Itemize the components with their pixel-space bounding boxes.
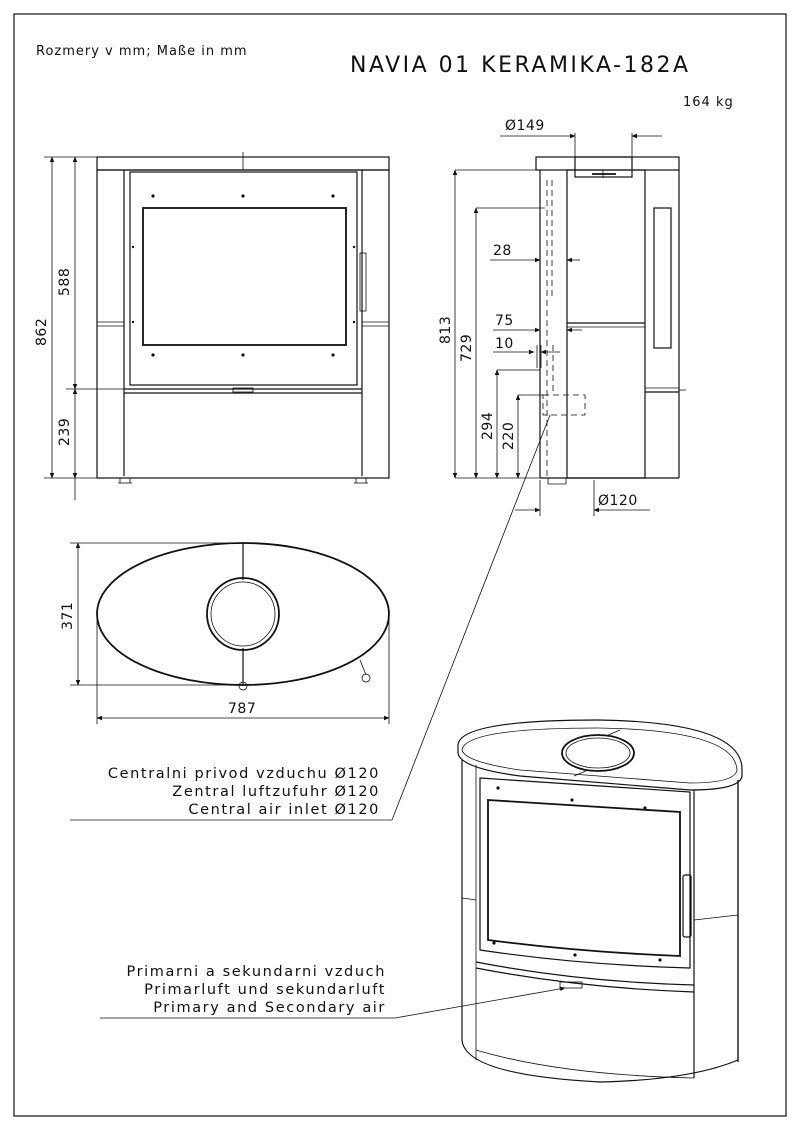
- callout-central-air-en: Central air inlet Ø120: [188, 802, 380, 818]
- sheet-border: [13, 13, 787, 1117]
- side-view: [452, 133, 686, 516]
- dim-10: 10: [495, 336, 514, 352]
- dim-75: 75: [495, 313, 514, 329]
- front-view: [44, 152, 390, 500]
- dim-813: 813: [438, 316, 454, 344]
- dim-588: 588: [57, 268, 73, 296]
- dim-862: 862: [34, 318, 50, 346]
- callout-leaders: [70, 414, 566, 1019]
- dim-239: 239: [57, 418, 73, 446]
- iso-view: [457, 719, 743, 1083]
- dim-bottom-120: Ø120: [598, 493, 638, 509]
- dim-149: Ø149: [505, 118, 545, 134]
- units-note: Rozmery v mm; Maße in mm: [36, 44, 248, 59]
- callout-central-air-cz: Centralni privod vzduchu Ø120: [108, 766, 380, 782]
- callout-primary-air-cz: Primarni a sekundarni vzduch: [127, 964, 387, 980]
- dim-294: 294: [480, 412, 496, 440]
- model-title: NAVIA 01 KERAMIKA-182A: [350, 53, 691, 78]
- dim-371: 371: [60, 602, 76, 630]
- dim-220: 220: [501, 422, 517, 450]
- dim-28: 28: [493, 243, 512, 259]
- top-view: [70, 542, 390, 724]
- callout-primary-air-de: Primarluft und sekundarluft: [144, 982, 386, 998]
- dim-729: 729: [459, 334, 475, 362]
- weight-label: 164 kg: [683, 95, 734, 110]
- dim-787: 787: [228, 701, 256, 717]
- callout-central-air-de: Zentral luftzufuhr Ø120: [172, 784, 380, 800]
- callout-primary-air-en: Primary and Secondary air: [153, 1000, 386, 1016]
